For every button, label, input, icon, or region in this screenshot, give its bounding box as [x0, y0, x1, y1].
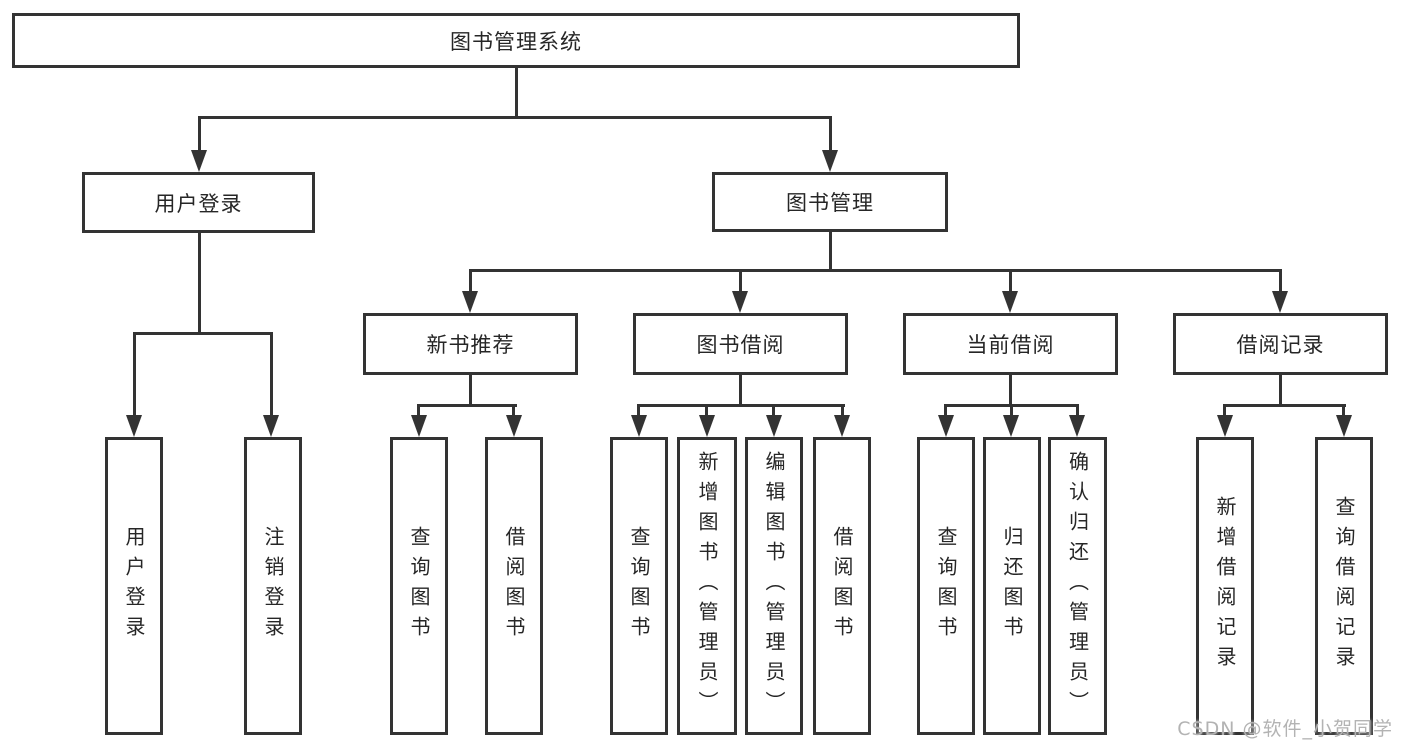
leaf-add-book-admin: 新增图书（管理员） — [677, 437, 737, 735]
connector-line — [515, 68, 518, 118]
connector-line — [841, 404, 844, 415]
arrowhead-down-icon — [462, 291, 478, 313]
arrowhead-down-icon — [732, 291, 748, 313]
arrowhead-down-icon — [263, 415, 279, 437]
leaf-query-books-current: 查询图书 — [917, 437, 975, 735]
connector-line — [469, 375, 472, 407]
leaf-borrow-books: 借阅图书 — [813, 437, 871, 735]
connector-line — [1009, 269, 1012, 291]
node-new-book-recommend: 新书推荐 — [363, 313, 578, 375]
leaf-confirm-return-admin: 确认归还（管理员） — [1048, 437, 1107, 735]
leaf-edit-book-admin: 编辑图书（管理员） — [745, 437, 803, 735]
connector-line — [512, 404, 515, 415]
leaf-logout: 注销登录 — [244, 437, 302, 735]
arrowhead-down-icon — [1336, 415, 1352, 437]
node-book-management: 图书管理 — [712, 172, 948, 232]
arrowhead-down-icon — [766, 415, 782, 437]
leaf-query-books-recommend: 查询图书 — [390, 437, 448, 735]
connector-line — [198, 116, 201, 152]
connector-line — [829, 116, 832, 152]
connector-line — [198, 116, 832, 119]
connector-line — [417, 404, 517, 407]
connector-line — [133, 332, 273, 335]
connector-line — [1279, 375, 1282, 407]
connector-line — [739, 375, 742, 407]
connector-line — [1076, 404, 1079, 415]
connector-line — [637, 404, 640, 415]
leaf-query-borrow-record: 查询借阅记录 — [1315, 437, 1373, 735]
connector-line — [469, 269, 1282, 272]
node-book-borrow: 图书借阅 — [633, 313, 848, 375]
arrowhead-down-icon — [938, 415, 954, 437]
connector-line — [739, 269, 742, 291]
connector-line — [1342, 404, 1345, 415]
leaf-add-borrow-record: 新增借阅记录 — [1196, 437, 1254, 735]
arrowhead-down-icon — [411, 415, 427, 437]
connector-line — [1279, 269, 1282, 291]
leaf-user-login: 用户登录 — [105, 437, 163, 735]
connector-line — [417, 404, 420, 415]
node-root-system: 图书管理系统 — [12, 13, 1020, 68]
connector-line — [772, 404, 775, 415]
arrowhead-down-icon — [631, 415, 647, 437]
arrowhead-down-icon — [126, 415, 142, 437]
csdn-watermark: CSDN @软件_小贺同学 — [1177, 718, 1393, 740]
arrowhead-down-icon — [1217, 415, 1233, 437]
connector-line — [1010, 404, 1013, 415]
arrowhead-down-icon — [822, 150, 838, 172]
connector-line — [829, 232, 832, 272]
connector-line — [705, 404, 708, 415]
connector-line — [1223, 404, 1226, 415]
arrowhead-down-icon — [834, 415, 850, 437]
arrowhead-down-icon — [506, 415, 522, 437]
connector-line — [637, 404, 845, 407]
arrowhead-down-icon — [191, 150, 207, 172]
connector-line — [944, 404, 947, 415]
connector-line — [133, 332, 136, 415]
node-user-login: 用户登录 — [82, 172, 315, 233]
node-current-borrow: 当前借阅 — [903, 313, 1118, 375]
arrowhead-down-icon — [1272, 291, 1288, 313]
arrowhead-down-icon — [1002, 291, 1018, 313]
arrowhead-down-icon — [1069, 415, 1085, 437]
connector-line — [469, 269, 472, 291]
connector-line — [198, 233, 201, 334]
node-borrow-records: 借阅记录 — [1173, 313, 1388, 375]
connector-line — [270, 332, 273, 415]
leaf-return-book: 归还图书 — [983, 437, 1041, 735]
leaf-query-books-borrow: 查询图书 — [610, 437, 668, 735]
arrowhead-down-icon — [1003, 415, 1019, 437]
arrowhead-down-icon — [699, 415, 715, 437]
connector-line — [1223, 404, 1346, 407]
connector-line — [1009, 375, 1012, 407]
leaf-borrow-books-recommend: 借阅图书 — [485, 437, 543, 735]
